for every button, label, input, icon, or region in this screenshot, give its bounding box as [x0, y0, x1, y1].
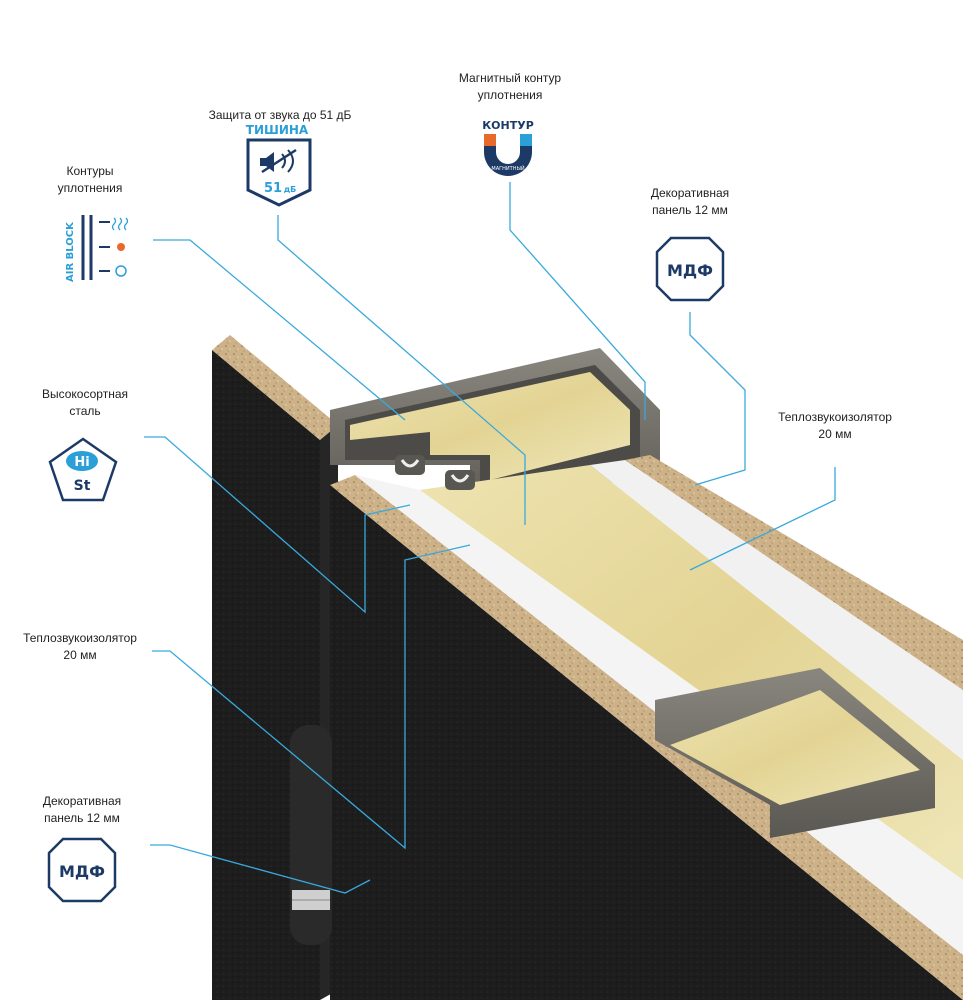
label-decor-panel-bottom: Декоративная панель 12 мм — [42, 794, 122, 825]
steel-stiffener — [655, 668, 935, 838]
label-magnetic-contour: Магнитный контур уплотнения — [458, 71, 562, 102]
tishina-shield-icon — [246, 138, 312, 207]
mdf-top-text: МДФ — [667, 261, 713, 280]
airblock-label: AIR BLOCK — [65, 221, 76, 282]
label-insulator-right: Теплозвукоизолятор 20 мм — [778, 410, 892, 441]
air-block-icon — [81, 215, 129, 280]
magnet-icon — [484, 134, 532, 176]
label-sound-protection: Защита от звука до 51 дБ — [208, 108, 352, 122]
tishina-unit: дБ — [284, 185, 297, 194]
label-seal-contours: Контуры уплотнения — [57, 164, 123, 195]
label-high-grade-steel: Высокосортная сталь — [41, 387, 128, 418]
hist-top-text: Hi — [74, 455, 89, 470]
mdf-bottom-text: МДФ — [59, 862, 105, 881]
hist-pentagon-icon — [48, 437, 118, 502]
kontur-title: КОНТУР — [482, 119, 534, 132]
label-insulator-left: Теплозвукоизолятор 20 мм — [23, 631, 137, 662]
mdf-octagon-icon-bottom — [47, 837, 117, 903]
hinge — [290, 725, 332, 945]
hist-bottom-text: St — [74, 478, 91, 494]
kontur-sub: МАГНИТНЫЙ — [491, 165, 525, 172]
seal-profiles — [395, 455, 475, 490]
leader-lines — [144, 182, 836, 894]
tishina-title: ТИШИНА — [246, 123, 309, 137]
label-decor-panel-top: Декоративная панель 12 мм — [650, 186, 730, 217]
tishina-db: 51 — [264, 181, 282, 196]
mdf-octagon-icon-top — [655, 236, 725, 302]
